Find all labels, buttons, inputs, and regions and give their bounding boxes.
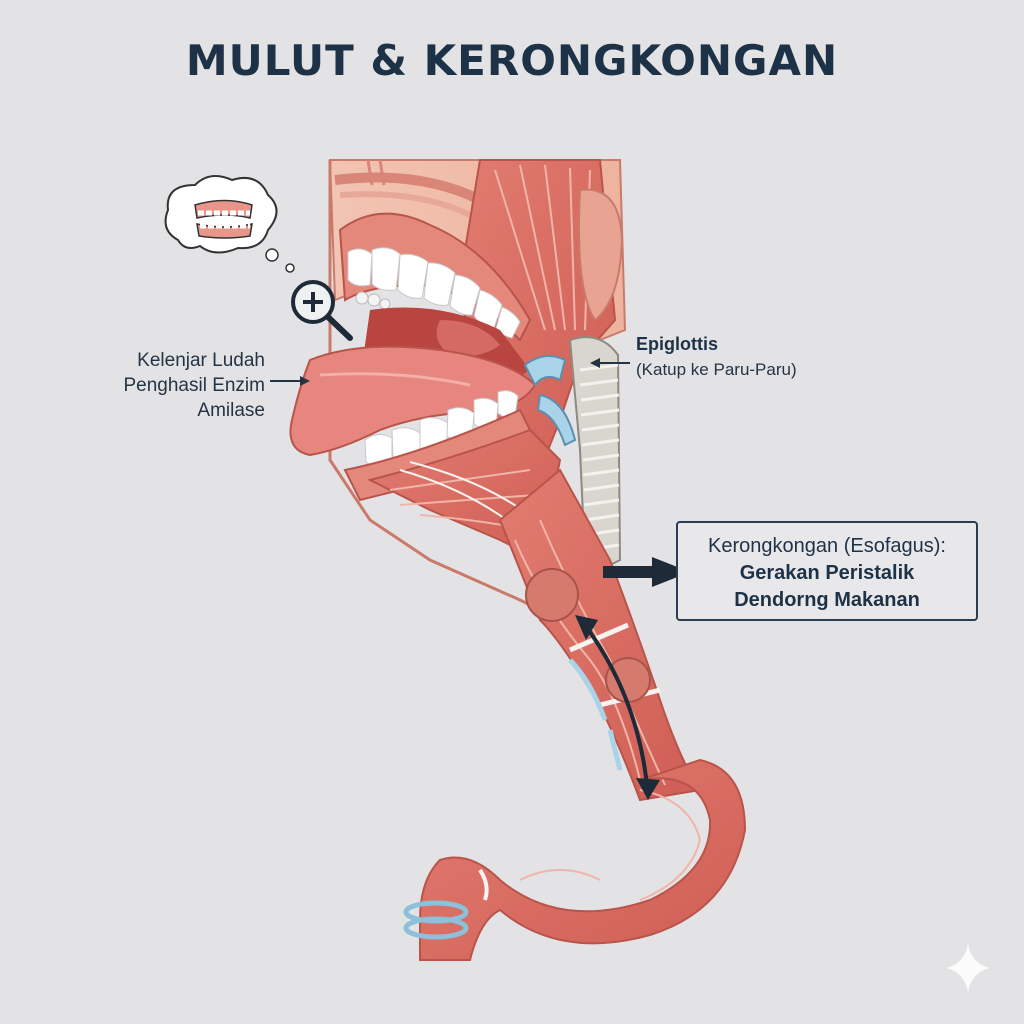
- esophagus: [498, 468, 702, 802]
- food-bolus: [525, 568, 579, 622]
- esophagus-label-line: Dendorng Makanan: [734, 589, 920, 611]
- salivary-label-line: Penghasil Enzim: [123, 375, 265, 396]
- teeth-thought-icon: [164, 175, 295, 273]
- stomach: [403, 758, 747, 961]
- salivary-label-line: Kelenjar Ludah: [137, 350, 265, 371]
- sparkle-icon: [946, 944, 990, 992]
- peristalsis-arrow: [575, 615, 660, 800]
- uvula: [436, 320, 500, 357]
- esophagus-label-line: Gerakan Peristalik: [739, 562, 915, 584]
- salivary-label-line: Amilase: [197, 400, 265, 421]
- arrow-right-icon: [603, 557, 690, 587]
- salivary-gland-label: Kelenjar Ludah Penghasil Enzim Amilase: [60, 348, 265, 423]
- sphincter-ring: [403, 916, 469, 940]
- esophagus-label-line: Kerongkongan (Esofagus):: [708, 535, 946, 557]
- arrow-right-icon: [270, 376, 310, 386]
- epiglottis-sublabel: (Katup ke Paru-Paru): [636, 360, 797, 379]
- arrow-left-icon: [590, 358, 630, 368]
- magnifier-plus-icon: [291, 280, 353, 341]
- food-bolus: [605, 657, 651, 703]
- epiglottis-label: Epiglottis: [636, 334, 718, 354]
- esophagus-callout: Kerongkongan (Esofagus): Gerakan Perista…: [676, 521, 978, 621]
- upper-teeth: [338, 212, 532, 342]
- page-title: MULUT & KERONGKONGAN: [185, 36, 839, 85]
- epiglottis: [523, 355, 577, 447]
